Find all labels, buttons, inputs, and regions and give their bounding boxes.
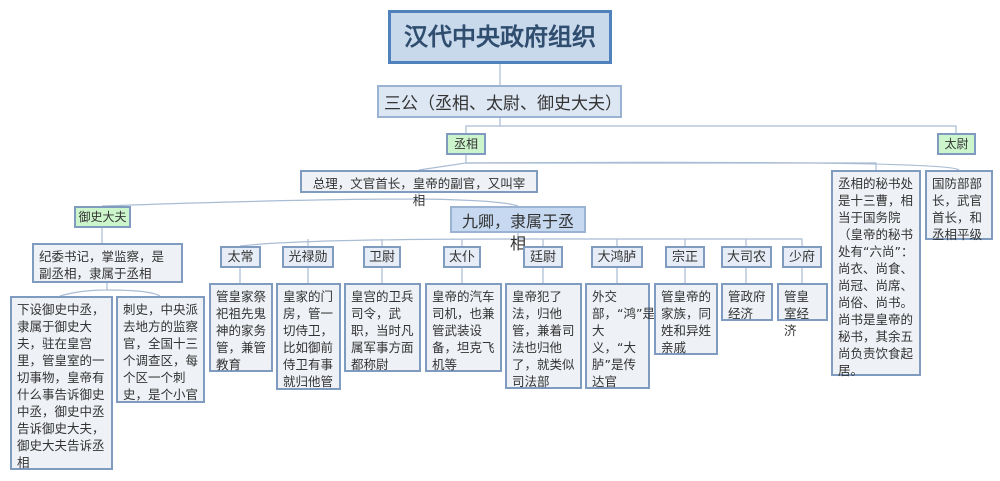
jiuqing-dasinong: 大司农 [721, 246, 772, 268]
jiuqing-weiwei-desc: 皇宫的卫兵司令，武职，当时凡属军事方面都称尉 [344, 283, 421, 372]
taiwei-node: 太尉 [937, 133, 976, 155]
yushi-child-cishi: 刺史，中央派去地方的监察官，全国十三个调查区，每个区一个刺史，是个小官 [116, 296, 205, 403]
jiuqing-weiwei: 卫尉 [363, 246, 401, 268]
jiuqing-dasinong-desc: 管政府经济 [721, 283, 773, 321]
jiuqing-taichang-desc: 管皇家祭祀祖先鬼神的家务管，兼管教育 [209, 283, 273, 372]
jiuqing-dahonglu-desc: 外交部，“鸿”是大义，“大胪”是传达官 [585, 283, 655, 389]
jiuqing-taipu: 太仆 [443, 246, 481, 268]
chengxiang-node: 丞相 [446, 133, 486, 155]
jiuqing-tingwei: 廷尉 [523, 246, 563, 268]
chengxiang-secretary: 丞相的秘书处是十三曹，相当于国务院（皇帝的秘书处有“六尚”：尚衣、尚食、尚冠、尚… [831, 170, 921, 378]
jiuqing-zongzheng: 宗正 [665, 246, 705, 268]
chengxiang-desc: 总理，文官首长，皇帝的副官，又叫宰相 [300, 170, 538, 208]
diagram-title: 汉代中央政府组织 [388, 10, 612, 64]
jiuqing-shaofu: 少府 [782, 246, 822, 268]
jiuqing-zongzheng-desc: 管皇帝的家族，同姓和异姓亲戚 [654, 283, 718, 355]
jiuqing-taipu-desc: 皇帝的汽车司机，也兼管武装设备，坦克飞机等 [425, 283, 502, 372]
sangong-node: 三公（丞相、太尉、御史大夫） [377, 85, 622, 118]
jiuqing-guanglu: 光禄勋 [282, 246, 334, 268]
jiuqing-tingwei-desc: 皇帝犯了法，归他管，兼着司法也归他了，就类似司法部 [505, 283, 582, 389]
jiuqing-shaofu-desc: 管皇室经济 [777, 283, 828, 338]
yushi-child-zhongcheng: 下设御史中丞，隶属于御史大夫，驻在皇宫里，管皇室的一切事物，皇帝有什么事告诉御史… [10, 296, 113, 470]
jiuqing-guanglu-desc: 皇家的门房，管一切侍卫，比如御前侍卫有事就归他管 [276, 283, 341, 390]
jiuqing-taichang: 太常 [220, 246, 261, 268]
jiuqing-dahonglu: 大鸿胪 [591, 246, 643, 268]
yushi-desc: 纪委书记，掌监察，是副丞相，隶属于丞相 [32, 243, 183, 283]
yushi-node: 御史大夫 [74, 206, 131, 228]
jiuqing-node: 九卿，隶属于丞相 [450, 206, 586, 253]
taiwei-desc: 国防部部长，武官首长，和丞相平级 [925, 170, 993, 242]
